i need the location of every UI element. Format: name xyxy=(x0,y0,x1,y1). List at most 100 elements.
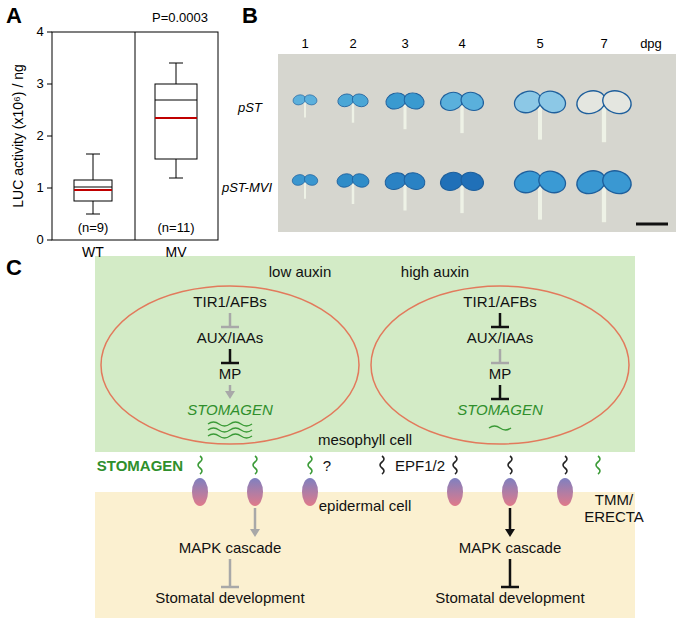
art-use xyxy=(438,89,486,133)
art-path xyxy=(380,456,384,474)
art-line xyxy=(74,187,112,188)
art-ellipse xyxy=(557,478,573,506)
art-line xyxy=(47,84,52,85)
ligand-squiggles xyxy=(198,456,600,474)
panel-letter: B xyxy=(242,4,258,28)
activation-line xyxy=(229,385,232,392)
art-path xyxy=(596,456,600,474)
question-mark: ? xyxy=(323,458,331,474)
panel-letter: C xyxy=(6,256,22,280)
art-rect xyxy=(278,54,676,232)
art-line xyxy=(86,214,100,215)
art-ellipse xyxy=(502,478,518,506)
activation-line xyxy=(254,508,257,530)
art-ellipse xyxy=(247,478,263,506)
art-line xyxy=(47,240,52,241)
node-text: STOMAGEN xyxy=(187,402,273,418)
inhibition-bar xyxy=(501,586,519,589)
node-text: low auxin xyxy=(269,264,332,280)
art-path xyxy=(208,434,252,438)
mesophyll-band: low auxinTIR1/AFBsAUX/IAAsMPSTOMAGENhigh… xyxy=(95,256,635,452)
arrow-head xyxy=(225,391,235,399)
activation-line xyxy=(509,508,512,530)
art-ellipse xyxy=(192,478,208,506)
art-line xyxy=(176,159,177,178)
inhibition-line xyxy=(509,559,512,587)
category-label: WT xyxy=(82,244,104,260)
day-label: 1 xyxy=(301,36,308,52)
art-path xyxy=(208,428,252,432)
art-use xyxy=(336,92,370,123)
art-use xyxy=(292,93,319,117)
art-path xyxy=(308,456,312,474)
inhibition-line xyxy=(499,313,502,327)
node-text: TIR1/AFBs xyxy=(193,294,266,310)
node-text: mesophyll cell xyxy=(318,432,412,448)
outcome-label: Stomatal development xyxy=(435,590,584,606)
art-ellipse xyxy=(302,478,318,506)
art-use xyxy=(384,90,426,129)
art-rect xyxy=(52,32,218,240)
axis-title: LUC activity (x10⁶) / ng xyxy=(10,64,26,207)
node-text: STOMAGEN xyxy=(457,402,543,418)
art-line xyxy=(135,32,136,240)
pathway-label: MAPK cascade xyxy=(179,540,282,556)
art-path xyxy=(453,456,457,474)
art-use xyxy=(291,173,319,199)
inhibition-line xyxy=(229,559,232,587)
arrow-head xyxy=(250,529,260,537)
inhibition-line xyxy=(499,349,502,363)
cell-membrane xyxy=(101,286,359,444)
node-text: high auxin xyxy=(401,264,469,280)
art-use xyxy=(438,169,486,213)
tick-label: 0 xyxy=(36,232,43,248)
outcome-label: Stomatal development xyxy=(155,590,304,606)
art-use xyxy=(512,168,569,220)
tick-label: 1 xyxy=(36,180,43,196)
row-label: pST-MVI xyxy=(222,180,272,196)
art-rect xyxy=(155,84,197,159)
inhibition-line xyxy=(229,313,232,327)
pathway-label: MAPK cascade xyxy=(459,540,562,556)
art-line xyxy=(47,188,52,189)
art-path xyxy=(253,456,257,474)
inhibition-bar xyxy=(221,586,239,589)
box-plot xyxy=(47,32,218,240)
art-line xyxy=(155,117,197,119)
inhibition-bar xyxy=(491,362,509,365)
art-use xyxy=(574,167,634,222)
art-use xyxy=(383,170,427,210)
arrow-head xyxy=(505,529,515,537)
node-text: AUX/IAAs xyxy=(197,330,264,346)
inhibition-line xyxy=(499,385,502,399)
art-line xyxy=(93,201,94,214)
node-text: epidermal cell xyxy=(319,498,412,514)
cell-outline: low auxinTIR1/AFBsAUX/IAAsMPSTOMAGEN xyxy=(100,285,360,445)
art-line xyxy=(169,63,183,64)
inhibition-bar xyxy=(221,326,239,329)
art-path xyxy=(208,422,252,426)
inhibition-bar xyxy=(491,326,509,329)
art-use xyxy=(574,87,634,142)
art-ellipse xyxy=(447,478,463,506)
art-line xyxy=(47,32,52,33)
art-line xyxy=(155,100,197,101)
art-line xyxy=(176,63,177,84)
node-text: MP xyxy=(219,366,242,382)
cell-outline: high auxinTIR1/AFBsAUX/IAAsMPSTOMAGEN xyxy=(370,285,630,445)
node-text: TIR1/AFBs xyxy=(463,294,536,310)
art-line xyxy=(74,189,112,191)
tick-label: 3 xyxy=(36,76,43,92)
unit-label: dpg xyxy=(640,36,662,52)
ligand-label: STOMAGEN xyxy=(97,458,183,474)
art-line xyxy=(86,154,100,155)
art-line xyxy=(93,154,94,180)
inhibition-bar xyxy=(221,362,239,365)
panel-letter: A xyxy=(6,4,22,28)
category-label: MV xyxy=(166,244,187,260)
art-path xyxy=(489,426,511,430)
receptor-label: TMM/ ERECTA xyxy=(583,491,645,525)
sample-size: (n=11) xyxy=(158,220,195,236)
